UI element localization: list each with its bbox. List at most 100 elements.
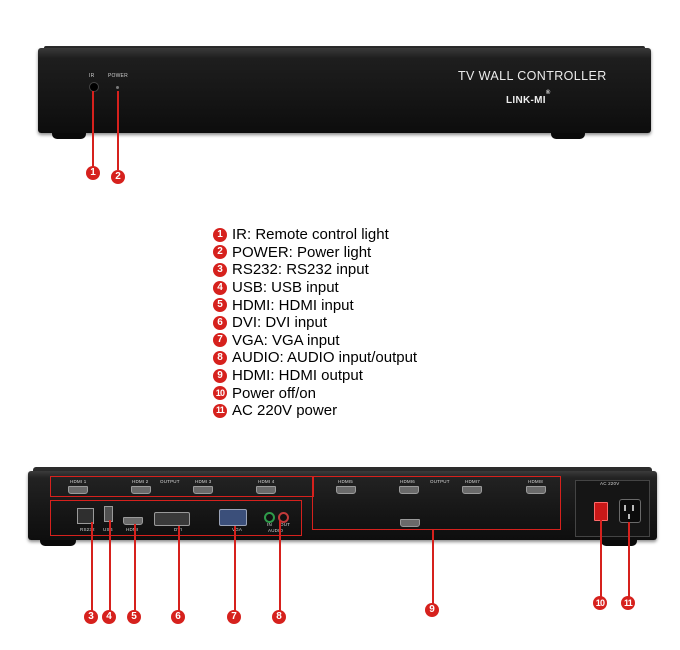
usb-port [104, 506, 113, 522]
legend-item: 4 USB: USB input [213, 279, 417, 297]
rear-panel-top-edge [33, 467, 652, 473]
callout-badge-7: 7 [227, 610, 241, 624]
callout-line-6 [178, 526, 180, 612]
legend-item: 2 POWER: Power light [213, 244, 417, 262]
legend-item: 11 AC 220V power [213, 402, 417, 420]
rear-panel [28, 471, 657, 540]
legend-text: Power off/on [232, 384, 316, 402]
legend-badge: 5 [213, 298, 227, 313]
legend-badge: 11 [213, 403, 227, 418]
legend-text: RS232: RS232 input [232, 261, 369, 279]
callout-badge-6: 6 [171, 610, 185, 624]
legend-badge: 9 [213, 368, 227, 383]
callout-line-8 [279, 521, 281, 612]
dvi-label: DVI [174, 527, 182, 532]
usb-label: USB [103, 527, 113, 532]
audio-in-jack [264, 512, 275, 523]
ir-sensor [89, 82, 99, 92]
legend-item: 1 IR: Remote control light [213, 226, 417, 244]
power-led [116, 86, 119, 89]
legend-text: HDMI: HDMI input [232, 296, 354, 314]
audio-label: AUDIO [268, 528, 284, 533]
hdmi-1-label: HDMI 1 [70, 479, 87, 484]
front-panel [38, 48, 651, 133]
rs232-port [77, 508, 94, 524]
callout-badge-9: 9 [425, 603, 439, 617]
legend-text: POWER: Power light [232, 243, 372, 261]
legend-badge: 4 [213, 280, 227, 295]
device-title: TV WALL CONTROLLER [458, 69, 607, 83]
legend-badge: 6 [213, 315, 227, 330]
callout-line-9 [432, 529, 434, 605]
legend-badge: 2 [213, 245, 227, 260]
callout-badge-3: 3 [84, 610, 98, 624]
legend: 1 IR: Remote control light 2 POWER: Power … [213, 226, 417, 420]
legend-badge: 7 [213, 333, 227, 348]
callout-line-4 [109, 520, 111, 612]
brand-logo: LINK-MI® [506, 90, 551, 108]
hdmi-output-frame-left [50, 476, 314, 497]
legend-text: IR: Remote control light [232, 226, 389, 244]
callout-badge-5: 5 [127, 610, 141, 624]
legend-badge: 10 [213, 386, 227, 401]
front-foot-left [52, 133, 86, 139]
power-switch[interactable] [594, 502, 608, 521]
hdmi-output-port [526, 486, 546, 494]
hdmi-output-port [400, 519, 420, 527]
audio-in-label: IN [267, 522, 272, 527]
vga-port [219, 509, 247, 526]
callout-badge-4: 4 [102, 610, 116, 624]
callout-line-2 [117, 91, 119, 170]
front-foot-right [551, 133, 585, 139]
legend-item: 8 AUDIO: AUDIO input/output [213, 349, 417, 367]
legend-item: 7 VGA: VGA input [213, 332, 417, 350]
callout-badge-8: 8 [272, 610, 286, 624]
ac-label: AC 220V [600, 481, 620, 486]
callout-badge-11: 11 [621, 596, 635, 610]
callout-badge-1: 1 [86, 166, 100, 180]
callout-line-10 [600, 520, 602, 598]
legend-item: 3 RS232: RS232 input [213, 261, 417, 279]
brand-logo-text: LINK-MI [506, 95, 546, 106]
legend-text: VGA: VGA input [232, 331, 340, 349]
input-frame [50, 500, 302, 536]
brand-logo-mark: ® [545, 90, 551, 96]
callout-line-7 [234, 526, 236, 612]
hdmi-output-frame-right [312, 476, 561, 530]
callout-badge-2: 2 [111, 170, 125, 184]
callout-line-1 [92, 91, 94, 167]
legend-item: 6 DVI: DVI input [213, 314, 417, 332]
legend-text: AC 220V power [232, 402, 338, 420]
output-label-right: OUTPUT [430, 479, 450, 484]
legend-item: 5 HDMI: HDMI input [213, 296, 417, 314]
vga-label: VGA [232, 527, 243, 532]
audio-out-label: OUT [280, 522, 291, 527]
callout-line-5 [134, 524, 136, 612]
hdmi-input-label: HDMI [126, 527, 139, 532]
hdmi-output-port [336, 486, 356, 494]
legend-item: 9 HDMI: HDMI output [213, 367, 417, 385]
hdmi-output-port [399, 486, 419, 494]
legend-text: HDMI: HDMI output [232, 367, 363, 385]
audio-out-jack [278, 512, 289, 523]
hdmi-output-port [68, 486, 88, 494]
legend-badge: 3 [213, 262, 227, 277]
legend-badge: 1 [213, 227, 227, 242]
callout-badge-10: 10 [593, 596, 607, 610]
legend-text: USB: USB input [232, 279, 339, 297]
ac-power-inlet [619, 499, 641, 523]
dvi-port [154, 512, 190, 526]
hdmi-output-port [131, 486, 151, 494]
hdmi-5-label: HDMI5 [338, 479, 354, 484]
hdmi-6-label: HDMI6 [400, 479, 416, 484]
legend-badge: 8 [213, 350, 227, 365]
legend-text: DVI: DVI input [232, 314, 328, 332]
hdmi-input-port [123, 517, 143, 525]
legend-text: AUDIO: AUDIO input/output [232, 349, 418, 367]
rear-foot-left [40, 540, 76, 546]
hdmi-3-label: HDMI 3 [195, 479, 212, 484]
callout-line-3 [91, 522, 93, 612]
ir-label: IR [89, 73, 95, 79]
power-label: POWER [108, 73, 128, 79]
hdmi-output-port [193, 486, 213, 494]
